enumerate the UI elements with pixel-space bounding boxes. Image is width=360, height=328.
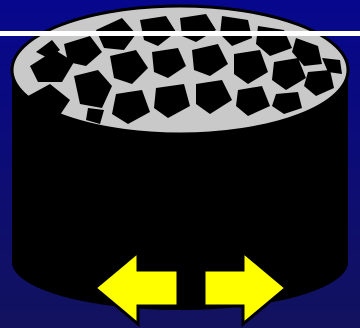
- top-rule: [0, 31, 360, 36]
